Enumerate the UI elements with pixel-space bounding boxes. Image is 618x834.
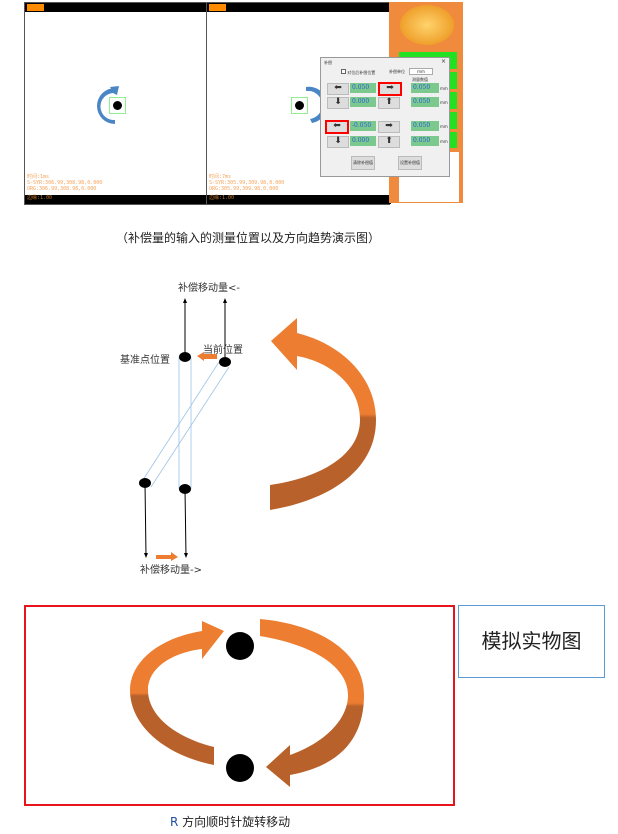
unit-select[interactable]: mm <box>409 68 433 75</box>
edge-readout: 边缘:1.00 <box>25 195 209 204</box>
rotation-illustration <box>130 619 364 787</box>
r-y-minus-button[interactable]: ⬇ <box>327 136 349 148</box>
y-minus-button[interactable]: ⬇ <box>327 97 349 109</box>
rotate-arrow-left-icon <box>130 621 224 765</box>
org-readout: ORG:306.99,308.98,0.000 <box>27 186 97 192</box>
r-y-comp-field[interactable]: 0.000 <box>350 136 376 146</box>
caption-bottom: 方向顺时针旋转移动 <box>182 815 291 829</box>
measure-field[interactable]: 0.050 <box>411 121 439 131</box>
r-x-plus-button[interactable]: ➡ <box>378 121 400 133</box>
unit-text: mm <box>440 100 448 105</box>
measure-field[interactable]: 0.050 <box>411 136 439 146</box>
compensate-checkbox[interactable] <box>341 69 346 74</box>
measure-field[interactable]: 0.050 <box>411 97 439 107</box>
syr-readout: S-SYR:306.99,308.98,0.000 <box>27 180 103 186</box>
unit-text: mm <box>440 139 448 144</box>
close-button[interactable]: × <box>440 58 446 65</box>
target-box <box>291 97 308 114</box>
x-plus-button[interactable]: ➡ <box>378 82 402 96</box>
syr-readout: S-SYR:305.99,309.98,0.000 <box>209 180 285 186</box>
arrow-right-icon <box>156 552 178 561</box>
compensation-dialog: 补偿 × 对位后补偿位置 补偿单位 mm 测量数值 ⬅ 0.050 ➡ ⬇ 0.… <box>320 57 450 177</box>
set-compensation-button[interactable]: 设置补偿值 <box>398 156 422 170</box>
clear-compensation-button[interactable]: 清除补偿值 <box>351 156 375 170</box>
org-readout: ORG:305.99,309.98,0.000 <box>209 186 279 192</box>
ref-label: 基准点位置 <box>120 355 170 366</box>
y-comp-field[interactable]: 0.000 <box>350 97 376 107</box>
time-readout: 时间:1ms <box>27 174 50 180</box>
y-plus-button[interactable]: ⬆ <box>378 97 400 109</box>
top-label: 补偿移动量<- <box>178 283 240 294</box>
r-x-comp-field[interactable]: -0.050 <box>350 121 376 131</box>
dialog-title: 补偿 <box>324 60 332 65</box>
unit-label: 补偿单位 <box>389 69 405 74</box>
arrow-left-icon <box>197 352 217 361</box>
x-minus-button[interactable]: ⬅ <box>327 83 349 95</box>
bottom-label: 补偿移动量-> <box>140 565 202 576</box>
edge-readout: 边缘:1.00 <box>207 195 391 204</box>
rotate-ccw-icon <box>97 86 119 124</box>
measure-label: 测量数值 <box>412 77 428 82</box>
hourglass-icon[interactable] <box>400 5 454 45</box>
time-readout: 时间:7ms <box>209 174 232 180</box>
checkbox-label: 对位后补偿位置 <box>347 70 376 75</box>
r-y-plus-button[interactable]: ⬆ <box>378 136 400 148</box>
rotate-arrow-right-icon <box>260 619 364 787</box>
big-rotate-arrow-icon <box>270 318 376 510</box>
measure-field[interactable]: 0.050 <box>411 83 439 93</box>
caption-r: R <box>170 815 179 829</box>
caption-top: （补偿量的输入的测量位置以及方向趋势演示图） <box>115 231 380 245</box>
simulation-label-box: 模拟实物图 <box>458 605 605 678</box>
x-comp-field[interactable]: 0.050 <box>350 83 376 93</box>
unit-text: mm <box>440 124 448 129</box>
unit-text: mm <box>440 86 448 91</box>
position-dots <box>139 352 231 494</box>
view-tag[interactable] <box>27 4 44 11</box>
compensation-diagram <box>139 298 376 561</box>
view-tag[interactable] <box>209 4 226 11</box>
simulation-label: 模拟实物图 <box>481 629 582 653</box>
camera-view-left: 时间:1ms S-SYR:306.99,308.98,0.000 ORG:306… <box>24 2 209 205</box>
target-box <box>109 97 126 114</box>
current-label: 当前位置 <box>203 345 243 356</box>
simulation-frame <box>24 605 455 806</box>
r-x-minus-button[interactable]: ⬅ <box>325 120 349 134</box>
